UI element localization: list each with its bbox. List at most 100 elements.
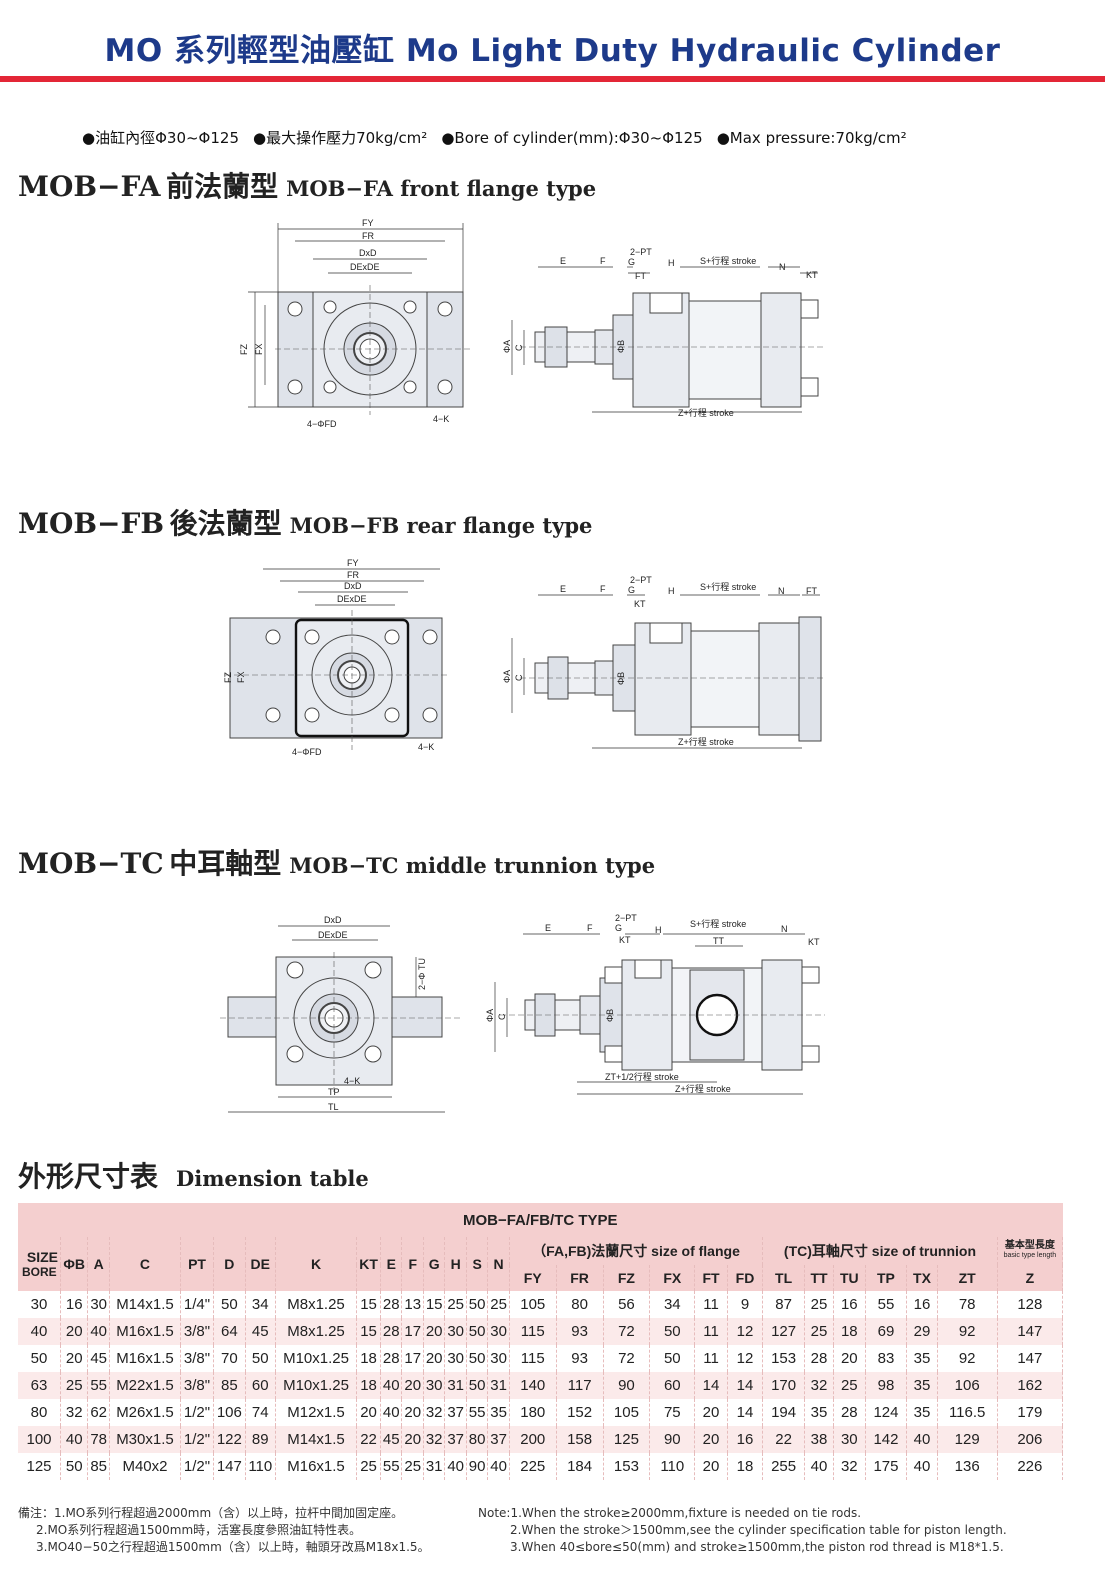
table-cell-b: 20: [60, 1318, 89, 1345]
col-header: KT: [356, 1237, 382, 1291]
dim-label: F: [600, 256, 606, 266]
table-cell-a: 85: [87, 1453, 110, 1480]
table-cell-tu: 18: [833, 1318, 866, 1345]
col-header: FZ: [603, 1265, 651, 1291]
table-cell-tt: 38: [804, 1426, 835, 1453]
table-cell-tx: 35: [906, 1345, 938, 1372]
table-cell-zt: 106: [937, 1372, 998, 1399]
note-line: 2.MO系列行程超過1500mm時，活塞長度參照油缸特性表。: [36, 1523, 362, 1537]
note-line: 3.When 40≤bore≤50(mm) and stroke≥1500mm,…: [510, 1540, 1004, 1554]
dim-label: ΦA: [485, 1009, 495, 1022]
dim-label: N: [781, 924, 788, 934]
table-cell-tt: 32: [804, 1372, 835, 1399]
table-caption: MOB−FA/FB/TC TYPE: [18, 1203, 1063, 1237]
table-cell-fx: 60: [649, 1372, 696, 1399]
col-header: TU: [833, 1265, 866, 1291]
col-header: FD: [727, 1265, 764, 1291]
table-cell-pt: 1/2": [180, 1399, 215, 1426]
table-cell-s: 50: [466, 1291, 489, 1318]
table-cell-a: 55: [87, 1372, 110, 1399]
dim-label: KT: [808, 937, 820, 947]
table-cell-fr: 80: [556, 1291, 604, 1318]
table-cell-a: 30: [87, 1291, 110, 1318]
table-cell-bore: 50: [18, 1345, 61, 1372]
table-cell-c: M30x1.5: [109, 1426, 182, 1453]
table-cell-f: 20: [401, 1372, 424, 1399]
table-cell-tx: 40: [906, 1426, 938, 1453]
table-cell-tl: 153: [762, 1345, 805, 1372]
col-header: TL: [762, 1265, 805, 1291]
table-cell-bore: 80: [18, 1399, 61, 1426]
col-header: TX: [906, 1265, 938, 1291]
dim-label: N: [779, 262, 786, 272]
table-cell-fz: 125: [603, 1426, 651, 1453]
table-cell-b: 32: [60, 1399, 89, 1426]
table-cell-k: M8x1.25: [275, 1318, 358, 1345]
table-cell-tx: 35: [906, 1372, 938, 1399]
dim-label: ΦA: [502, 670, 512, 683]
table-cell-tu: 32: [833, 1453, 866, 1480]
table-cell-fr: 93: [556, 1318, 604, 1345]
tc-front-view: DxD DExDE 2−Φ TU 4−K TP TL: [220, 912, 465, 1122]
table-cell-s: 55: [466, 1399, 489, 1426]
table-cell-fz: 72: [603, 1345, 651, 1372]
table-cell-fy: 115: [509, 1318, 557, 1345]
dim-label: KT: [619, 935, 631, 945]
dim-label: G: [628, 585, 635, 595]
dim-label: C: [514, 674, 524, 681]
table-cell-s: 50: [466, 1372, 489, 1399]
table-cell-b: 20: [60, 1345, 89, 1372]
table-cell-kt: 20: [356, 1399, 382, 1426]
table-cell-n: 37: [487, 1426, 510, 1453]
table-cell-ft: 14: [694, 1372, 728, 1399]
col-header: TP: [865, 1265, 908, 1291]
table-cell-fy: 225: [509, 1453, 557, 1480]
col-header: ZT: [937, 1265, 998, 1291]
table-cell-b: 40: [60, 1426, 89, 1453]
table-cell-n: 30: [487, 1318, 510, 1345]
table-cell-g: 15: [423, 1291, 446, 1318]
table-cell-h: 30: [444, 1318, 467, 1345]
table-cell-ft: 20: [694, 1426, 728, 1453]
table-cell-tp: 69: [865, 1318, 908, 1345]
dim-label: Z+行程 stroke: [678, 736, 734, 747]
table-cell-fy: 140: [509, 1372, 557, 1399]
table-cell-c: M14x1.5: [109, 1291, 182, 1318]
table-cell-g: 31: [423, 1453, 446, 1480]
table-cell-f: 17: [401, 1345, 424, 1372]
table-cell-s: 90: [466, 1453, 489, 1480]
dim-label: FY: [362, 218, 374, 228]
col-header: K: [275, 1237, 358, 1291]
table-cell-bore: 100: [18, 1426, 61, 1453]
table-cell-fy: 200: [509, 1426, 557, 1453]
table-cell-fx: 110: [649, 1453, 696, 1480]
table-cell-zt: 92: [937, 1318, 998, 1345]
dim-label: ΦA: [502, 340, 512, 353]
dim-label: TT: [713, 936, 724, 946]
dim-label: 4−K: [418, 742, 434, 752]
col-header: DE: [245, 1237, 276, 1291]
table-cell-zt: 116.5: [937, 1399, 998, 1426]
spec-line: ●油缸內徑Φ30~Φ125●最大操作壓力70kg/cm²●Bore of cyl…: [82, 127, 921, 148]
table-cell-d: 122: [213, 1426, 246, 1453]
col-header: E: [380, 1237, 403, 1291]
flange-group-header: （FA,FB)法蘭尺寸 size of flange: [509, 1237, 764, 1265]
table-cell-tl: 255: [762, 1453, 805, 1480]
table-cell-de: 34: [245, 1291, 276, 1318]
spec-bore-en: ●Bore of cylinder(mm):Φ30~Φ125: [441, 129, 703, 147]
table-cell-h: 37: [444, 1426, 467, 1453]
trunnion-group-header: (TC)耳軸尺寸 size of trunnion: [762, 1237, 998, 1265]
table-cell-f: 25: [401, 1453, 424, 1480]
table-cell-fy: 115: [509, 1345, 557, 1372]
table-cell-z: 179: [997, 1399, 1064, 1426]
dim-label: H: [668, 586, 675, 596]
table-cell-de: 45: [245, 1318, 276, 1345]
dim-label: 4−ΦFD: [292, 747, 322, 757]
note-line: 2.When the stroke＞1500mm,see the cylinde…: [510, 1523, 1007, 1537]
spec-pressure-zh: ●最大操作壓力70kg/cm²: [253, 129, 428, 147]
col-header: S: [466, 1237, 489, 1291]
tc-side-view: E F 2−PT G H KT S+行程 stroke TT N KT ΦA C…: [485, 912, 830, 1107]
